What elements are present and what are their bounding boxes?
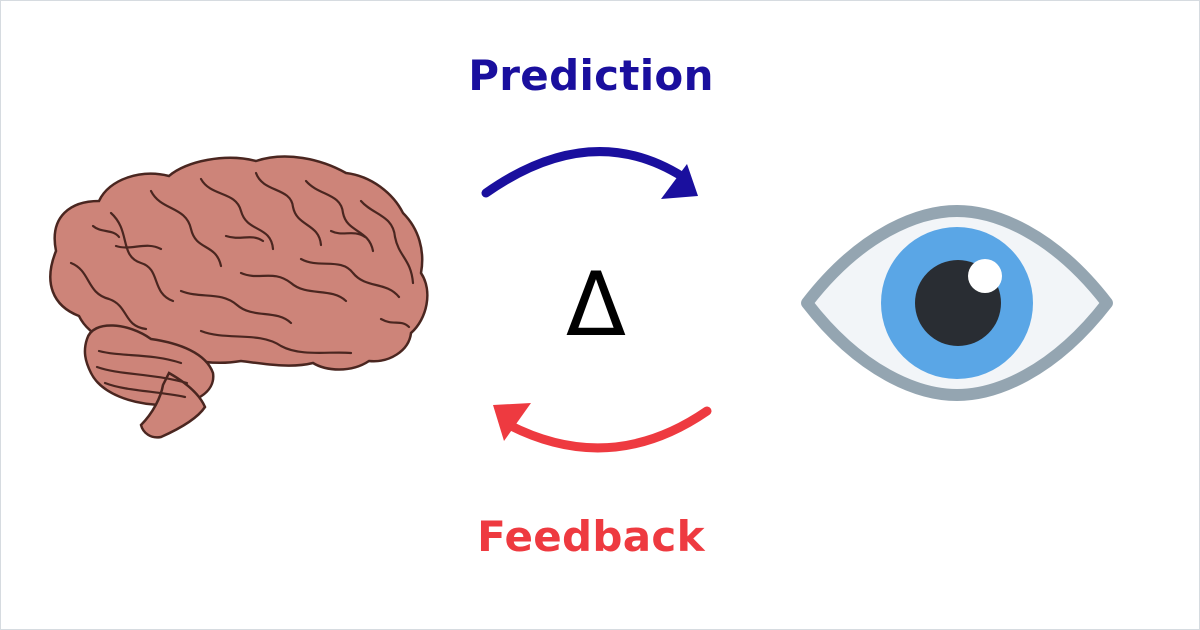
prediction-arrow-head xyxy=(661,164,698,199)
delta-symbol: Δ xyxy=(565,253,627,356)
prediction-label: Prediction xyxy=(468,51,714,100)
feedback-arrow-shaft xyxy=(504,406,712,453)
eye-highlight xyxy=(968,259,1002,293)
feedback-arrow-head xyxy=(493,403,531,441)
brain-stem xyxy=(139,371,207,439)
curved-arrow-left-icon xyxy=(493,403,712,453)
curved-arrow-right-icon xyxy=(481,147,698,199)
prediction-arrow-shaft xyxy=(481,147,688,198)
brain-icon xyxy=(49,155,429,439)
brain-folds xyxy=(69,171,415,399)
feedback-label: Feedback xyxy=(477,512,705,561)
eye-icon xyxy=(801,205,1113,401)
